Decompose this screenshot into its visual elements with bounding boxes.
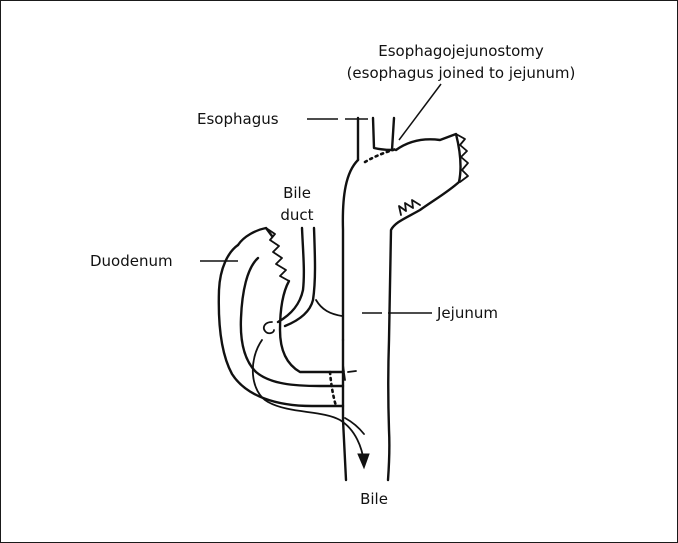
- leader-esophagojejunostomy: [399, 84, 441, 140]
- jejunum-left-wall: [343, 160, 358, 340]
- label-esophagus: Esophagus: [197, 110, 279, 128]
- label-esophagojejunostomy-line2: (esophagus joined to jejunum): [347, 64, 576, 82]
- bile-duct-join: [316, 300, 342, 316]
- jejunum-mid-mark: [348, 371, 356, 372]
- duodenum-top: [238, 228, 272, 245]
- label-bile-duct-line2: duct: [280, 206, 313, 224]
- label-bile: Bile: [360, 490, 388, 508]
- duodenum-shape: [219, 228, 343, 406]
- bile-flow: [253, 340, 369, 468]
- esophagus-right-wall: [373, 118, 394, 150]
- esophagus-shape: [358, 118, 396, 162]
- label-jejunum: Jejunum: [436, 304, 498, 322]
- duodenum-stump-serration: [266, 228, 289, 281]
- bile-duct-shape: [278, 228, 342, 326]
- jejunojejunostomy-dots: [330, 372, 336, 406]
- duodenum-inner-contour: [280, 281, 343, 372]
- bile-duct-right-wall: [285, 228, 315, 326]
- jejunum-lower-left-wall: [343, 340, 346, 480]
- label-duodenum: Duodenum: [90, 252, 173, 270]
- bile-flow-arrow-head: [358, 454, 369, 468]
- label-esophagojejunostomy-line1: Esophagojejunostomy: [378, 42, 544, 60]
- label-bile-duct-line1: Bile: [283, 184, 311, 202]
- papilla-mark: [264, 322, 274, 333]
